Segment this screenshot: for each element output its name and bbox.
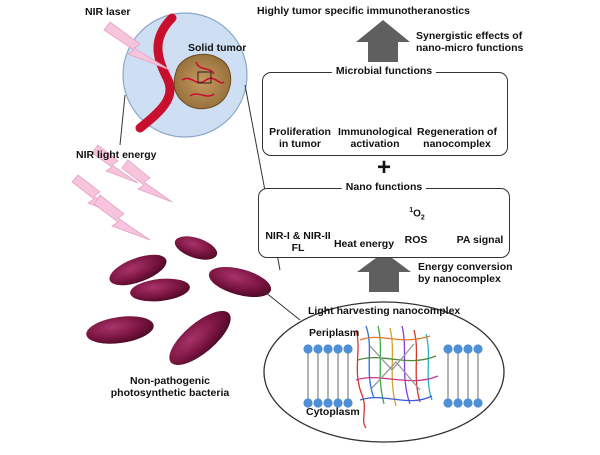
ros-symbol-sup: 1 (409, 207, 414, 214)
microbial-item-1-line1: Immunological (337, 126, 413, 138)
top-title: Highly tumor specific immunotheranostics (257, 5, 470, 17)
tumor-vessels (181, 61, 225, 97)
ros-symbol-sub: 2 (420, 214, 425, 222)
bacteria-label: Non-pathogenic photosynthetic bacteria (111, 375, 229, 399)
microbial-item-immunological: Immunological activation (338, 126, 412, 150)
top-arrow-icon (356, 20, 410, 62)
bacterium-4 (130, 278, 190, 302)
synergy-line2: nano-micro functions (416, 42, 524, 54)
nir-energy-lightning-icon-3 (121, 159, 173, 203)
membrane-title: Light harvesting nanocomplex (308, 305, 461, 317)
microbial-item-1-line2: activation (350, 138, 400, 150)
nano-item-ros: ROS (404, 234, 428, 246)
microbial-item-0-line1: Proliferation (269, 126, 331, 138)
microbial-item-proliferation: Proliferation in tumor (269, 126, 331, 150)
bacterium-2 (109, 254, 167, 286)
bacteria-label-line1: Non-pathogenic (130, 375, 210, 387)
nir-energy-lightning-icon-2 (93, 194, 151, 241)
bacterium-3 (208, 266, 272, 298)
nir-light-energy-label: NIR light energy (76, 149, 157, 161)
nano-item-fl: NIR-I & NIR-II FL (265, 230, 330, 254)
nano-item-heat: Heat energy (333, 238, 395, 250)
protein-complex-icon (355, 325, 439, 429)
nir-laser-lightning-icon (103, 21, 171, 71)
microbial-functions-title: Microbial functions (331, 65, 437, 77)
nano-item-0-line1: NIR-I & NIR-II (265, 230, 331, 242)
blood-vessel (135, 13, 177, 133)
cytoplasm-label: Cytoplasm (306, 406, 360, 418)
plus-sign: + (376, 154, 392, 181)
microbial-item-2-line2: nanocomplex (423, 138, 491, 150)
microbial-item-regeneration: Regeneration of nanocomplex (417, 126, 497, 150)
bubble-connector (264, 291, 301, 321)
bacterium-1 (174, 236, 218, 260)
tumor-zoom-box (197, 71, 212, 84)
microbial-item-2-line1: Regeneration of (417, 126, 497, 138)
solid-tumor-label: Solid tumor (188, 42, 247, 54)
nir-energy-lightning-icon-4 (91, 144, 139, 184)
microbial-functions-box (262, 72, 508, 156)
nir-laser-label: NIR laser (85, 6, 131, 18)
lipid-bilayer-right (443, 344, 483, 408)
ros-symbol-main: O (413, 208, 421, 220)
conversion-line2: by nanocomplex (418, 273, 501, 285)
connector-left (119, 94, 126, 146)
synergy-line1: Synergistic effects of (416, 30, 523, 42)
bacteria-label-line2: photosynthetic bacteria (110, 387, 230, 399)
bacterium-6 (169, 311, 231, 365)
conversion-line1: Energy conversion (418, 261, 513, 273)
ros-symbol: 1O2 (409, 205, 425, 224)
nano-item-0-line2: FL (291, 242, 305, 254)
bacterium-5 (86, 316, 154, 344)
membrane-bubble (263, 301, 505, 443)
nano-functions-title: Nano functions (341, 181, 427, 193)
conversion-arrow-icon (357, 252, 411, 292)
periplasm-label: Periplasm (309, 327, 360, 339)
nano-item-pa: PA signal (456, 234, 504, 246)
microbial-item-0-line2: in tumor (279, 138, 321, 150)
lipid-bilayer-left (303, 344, 353, 408)
